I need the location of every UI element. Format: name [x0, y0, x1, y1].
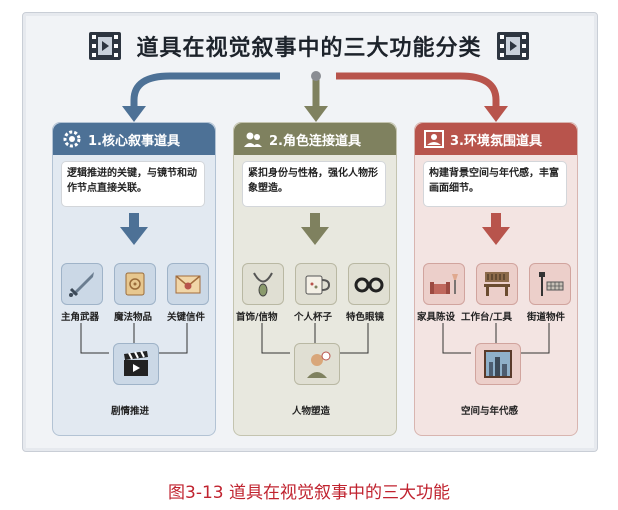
envelope-icon — [167, 263, 209, 305]
clapperboard-icon — [89, 32, 122, 60]
scroll-icon — [114, 263, 156, 305]
item-label: 首饰/信物 — [236, 312, 278, 323]
item-label: 特色眼镜 — [346, 312, 385, 323]
down-arrow-icon — [301, 213, 329, 245]
item-label: 街道物件 — [527, 312, 566, 323]
clapperboard-icon — [113, 343, 159, 385]
armchair-lamp-icon — [423, 263, 465, 305]
item-label: 主角武器 — [61, 312, 100, 323]
item-label: 工作台/工具 — [461, 312, 512, 323]
item-label: 关键信件 — [167, 312, 206, 323]
column-environment-atmosphere: 3.环境氛围道具 构建背景空间与年代感，丰富画面细节。 家具陈设 工作台/工具 … — [414, 122, 578, 436]
diagram-title: 道具在视觉叙事中的三大功能分类 — [136, 36, 482, 61]
sword-icon — [61, 263, 103, 305]
column-core-narrative: 1.核心叙事道具 逻辑推进的关键，与镜节和动作节点直接关联。 主角武器 魔法物品… — [52, 122, 216, 436]
connector-lines — [442, 323, 550, 354]
down-arrow-icon — [120, 213, 148, 245]
bottom-label: 人物塑造 — [292, 406, 331, 417]
street-lamp-bench-icon — [529, 263, 571, 305]
glasses-icon — [348, 263, 390, 305]
framed-picture-icon — [424, 130, 444, 148]
column-header: 1.核心叙事道具 — [53, 123, 215, 155]
bottom-label: 空间与年代感 — [461, 406, 519, 417]
title-row: 道具在视觉叙事中的三大功能分类 — [0, 26, 618, 66]
column-character-connection: 2.角色连接道具 紧扣身份与性格，强化人物形象塑造。 首饰/信物 个人杯子 特色… — [233, 122, 397, 436]
item-label: 魔法物品 — [114, 312, 153, 323]
column-description: 紧扣身份与性格，强化人物形象塑造。 — [242, 161, 386, 207]
film-strip-icon — [496, 32, 529, 60]
city-window-icon — [475, 343, 521, 385]
column-header: 2.角色连接道具 — [234, 123, 396, 155]
connector-lines — [80, 323, 188, 354]
workbench-icon — [476, 263, 518, 305]
column-description: 构建背景空间与年代感，丰富画面细节。 — [423, 161, 567, 207]
people-icon — [244, 132, 262, 147]
item-label: 个人杯子 — [294, 312, 333, 323]
connector-lines — [261, 323, 369, 354]
gear-icon — [63, 130, 81, 148]
person-portrait-icon — [294, 343, 340, 385]
bottom-label: 剧情推进 — [111, 406, 150, 417]
down-arrow-icon — [482, 213, 510, 245]
mug-icon — [295, 263, 337, 305]
item-label: 家具陈设 — [417, 312, 456, 323]
column-header: 3.环境氛围道具 — [415, 123, 577, 155]
necklace-icon — [242, 263, 284, 305]
figure-caption: 图3-13 道具在视觉叙事中的三大功能 — [168, 483, 450, 503]
column-description: 逻辑推进的关键，与镜节和动作节点直接关联。 — [61, 161, 205, 207]
